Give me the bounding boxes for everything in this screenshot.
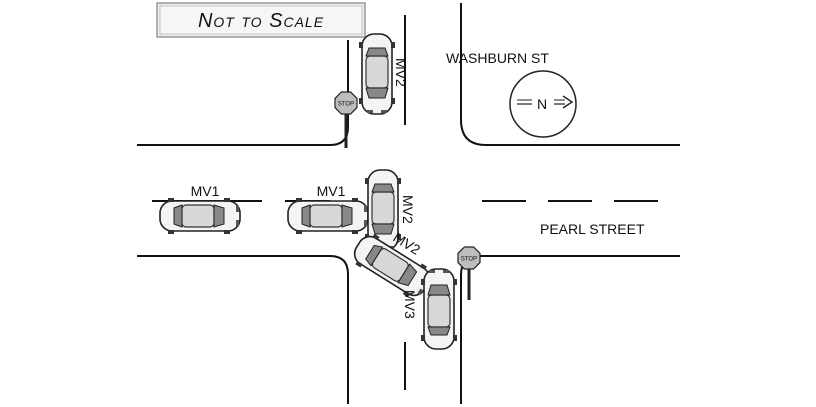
stop-sign-southeast: STOP bbox=[457, 246, 481, 300]
label-mv3-final: MV3 bbox=[402, 290, 418, 319]
north-arrow: N bbox=[509, 70, 577, 138]
label-mv1-initial: MV1 bbox=[191, 183, 220, 199]
svg-text:STOP: STOP bbox=[461, 257, 477, 263]
vehicle-mv2-initial bbox=[358, 33, 396, 115]
southwest-curb bbox=[137, 255, 349, 404]
street-name-pearl: PEARL STREET bbox=[540, 221, 645, 237]
stop-sign-northwest: STOP bbox=[334, 91, 358, 148]
northeast-curb bbox=[460, 3, 680, 146]
svg-text:STOP: STOP bbox=[338, 102, 354, 108]
southeast-curb bbox=[460, 255, 680, 404]
vehicle-mv1-impact bbox=[287, 197, 369, 235]
label-mv2-impact: MV2 bbox=[400, 195, 416, 224]
label-mv2-initial: MV2 bbox=[393, 58, 409, 87]
northwest-curb bbox=[137, 40, 349, 146]
scale-note-box: Not to Scale bbox=[156, 2, 366, 38]
vehicle-mv3-final bbox=[420, 268, 458, 350]
compass-letter: N bbox=[537, 96, 547, 112]
scale-note: Not to Scale bbox=[198, 10, 324, 32]
vehicle-mv1-initial bbox=[159, 197, 241, 235]
label-mv1-impact: MV1 bbox=[317, 183, 346, 199]
street-name-washburn: WASHBURN ST bbox=[446, 50, 549, 66]
